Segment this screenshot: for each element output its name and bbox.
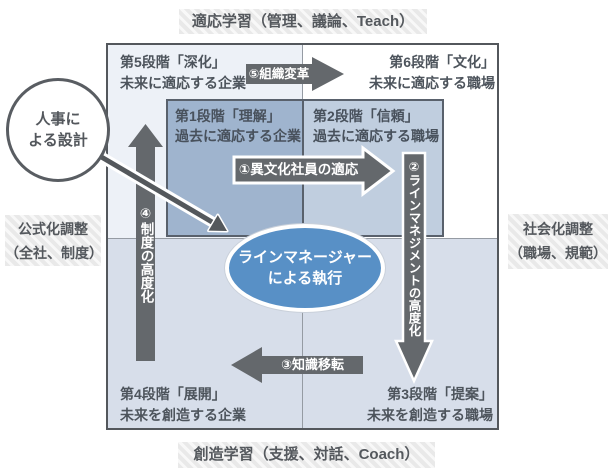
quadrant-stage1-label: 第1段階「理解」 過去に適応する企業: [175, 106, 301, 146]
quadrant-stage5-label: 第5段階「深化」 未来に適応する企業: [120, 52, 246, 94]
quadrant-stage3-label: 第3段階「提案」 未来を創造する職場: [367, 384, 493, 426]
label-socialization-line2: （職場、規範）: [509, 245, 607, 261]
line-manager-ellipse: ラインマネージャー による執行: [225, 224, 385, 312]
stage6-title: 第6段階「文化」: [389, 54, 495, 70]
stage1-title: 第1段階「理解」: [175, 108, 281, 124]
arrow-4-label: ④制度の高度化: [138, 205, 154, 303]
quadrant-stage2-label: 第2段階「信頼」 過去に適応する職場: [313, 106, 439, 146]
arrow-2-label: ②ラインマネジメントの高度化: [406, 158, 421, 337]
arrow-5-label: ⑤組織変革: [248, 67, 310, 81]
stage6-subtitle: 未来に適応する職場: [369, 75, 495, 91]
stage4-title: 第4段階「展開」: [120, 386, 226, 402]
hr-design-circle: 人事に よる設計: [6, 78, 110, 182]
stage2-title: 第2段階「信頼」: [313, 108, 419, 124]
stage1-subtitle: 過去に適応する企業: [175, 128, 301, 144]
line-manager-line1: ラインマネージャー: [238, 249, 372, 266]
stage3-subtitle: 未来を創造する職場: [367, 407, 493, 423]
line-manager-line2: による執行: [267, 270, 343, 287]
label-socialization-line1: 社会化調整: [523, 221, 593, 237]
arrow-1-label: ①異文化社員の適応: [238, 162, 359, 177]
quadrant-stage4-label: 第4段階「展開」 未来を創造する企業: [120, 384, 246, 426]
arrow-3-label: ③知識移転: [280, 357, 344, 372]
stage5-subtitle: 未来に適応する企業: [120, 75, 246, 91]
label-formalization-line2: （全社、制度）: [5, 245, 103, 261]
label-formalization-adjustment: 公式化調整 （全社、制度）: [5, 215, 103, 266]
hr-design-line1: 人事に: [35, 111, 81, 128]
label-socialization-adjustment: 社会化調整 （職場、規範）: [508, 214, 608, 269]
stage4-subtitle: 未来を創造する企業: [120, 407, 246, 423]
hr-design-line2: よる設計: [28, 132, 88, 149]
label-adaptive-learning: 適応学習（管理、議論、Teach）: [179, 9, 427, 34]
stage5-title: 第5段階「深化」: [120, 54, 226, 70]
stage2-subtitle: 過去に適応する職場: [313, 128, 439, 144]
stage3-title: 第3段階「提案」: [387, 386, 493, 402]
label-creative-learning: 創造学習（支援、対話、Coach）: [178, 442, 435, 468]
label-formalization-line1: 公式化調整: [18, 221, 88, 237]
quadrant-stage6-label: 第6段階「文化」 未来に適応する職場: [369, 52, 495, 94]
